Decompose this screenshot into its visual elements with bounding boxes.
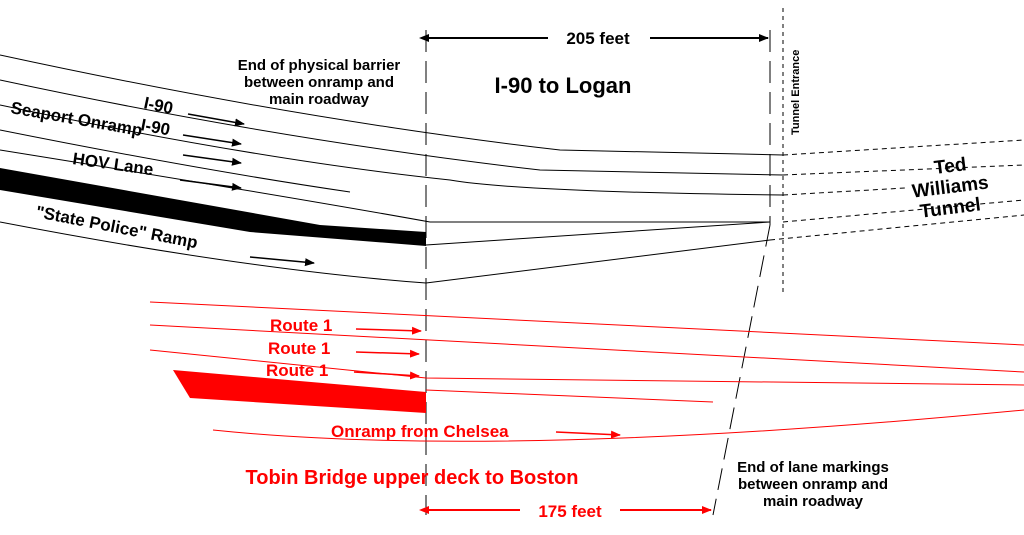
lane-label-i90-2: I-90 xyxy=(139,115,171,139)
i90-logan-title: I-90 to Logan xyxy=(495,73,632,98)
markings-note: End of lane markings between onramp and … xyxy=(737,459,889,510)
tunnel-name: Ted Williams Tunnel xyxy=(911,154,990,223)
black-lane-labels: I-90 I-90 Seaport Onramp HOV Lane "State… xyxy=(9,93,199,252)
lane-label-chelsea: Onramp from Chelsea xyxy=(331,422,509,441)
tunnel-entrance-label: Tunnel Entrance xyxy=(790,50,802,135)
black-barrier-wedge xyxy=(0,168,426,246)
lane-label-seaport: Seaport Onramp xyxy=(9,98,143,140)
dim-bottom-label: 175 feet xyxy=(538,502,602,521)
red-barrier-wedge xyxy=(173,370,426,413)
lane-markings-end-line xyxy=(712,224,771,516)
tobin-title: Tobin Bridge upper deck to Boston xyxy=(246,467,579,489)
dim-top-label: 205 feet xyxy=(566,29,630,48)
lane-label-i90-1: I-90 xyxy=(142,93,175,118)
svg-text:End of physical barrier: End of physical barrier xyxy=(238,57,401,74)
black-roadway-lines xyxy=(0,54,784,284)
black-lane-arrows xyxy=(179,113,315,267)
svg-text:main roadway: main roadway xyxy=(763,493,864,510)
lane-label-hov: HOV Lane xyxy=(71,149,154,179)
red-lane-arrows xyxy=(353,326,621,439)
red-roadway-lines xyxy=(149,301,1024,442)
lane-label-route1-2: Route 1 xyxy=(268,339,330,358)
tunnel-continuation-lines xyxy=(769,139,1024,241)
lane-label-route1-1: Route 1 xyxy=(270,316,332,335)
svg-text:between onramp and: between onramp and xyxy=(738,476,888,493)
svg-text:End of lane markings: End of lane markings xyxy=(737,459,889,476)
red-lane-labels: Route 1 Route 1 Route 1 Onramp from Chel… xyxy=(266,316,509,441)
svg-text:main roadway: main roadway xyxy=(269,91,370,108)
barrier-note: End of physical barrier between onramp a… xyxy=(238,57,401,108)
lane-label-route1-3: Route 1 xyxy=(266,361,328,380)
svg-text:Ted: Ted xyxy=(933,154,968,179)
svg-text:between onramp and: between onramp and xyxy=(244,74,394,91)
